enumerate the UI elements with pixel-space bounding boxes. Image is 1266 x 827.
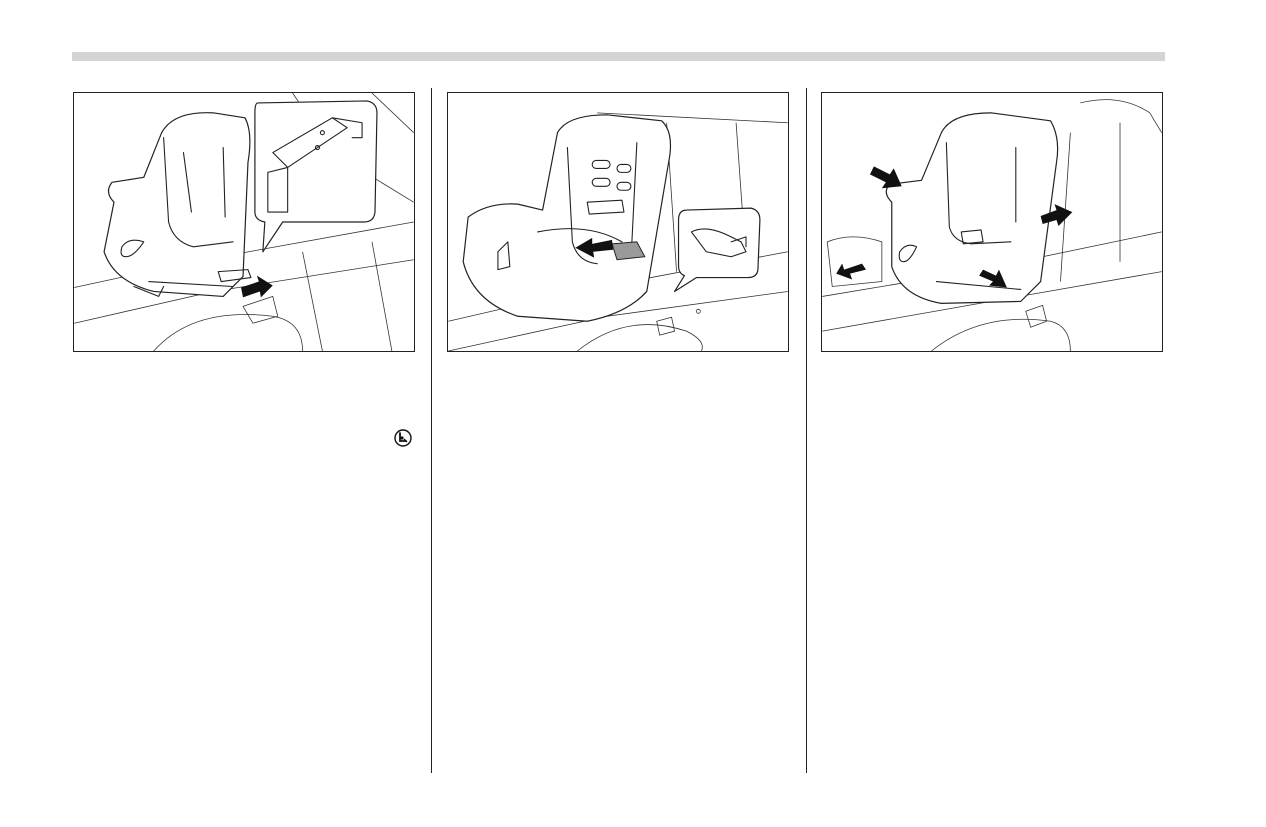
- isofix-attachment-figure: [73, 92, 415, 352]
- child-seat-push-figure: [447, 92, 789, 352]
- child-seat-symbol-icon: [394, 429, 412, 447]
- header-rule: [72, 52, 1165, 61]
- column-divider-left: [431, 88, 432, 773]
- child-seat-check-figure: [821, 92, 1163, 352]
- column-divider-right: [806, 88, 807, 773]
